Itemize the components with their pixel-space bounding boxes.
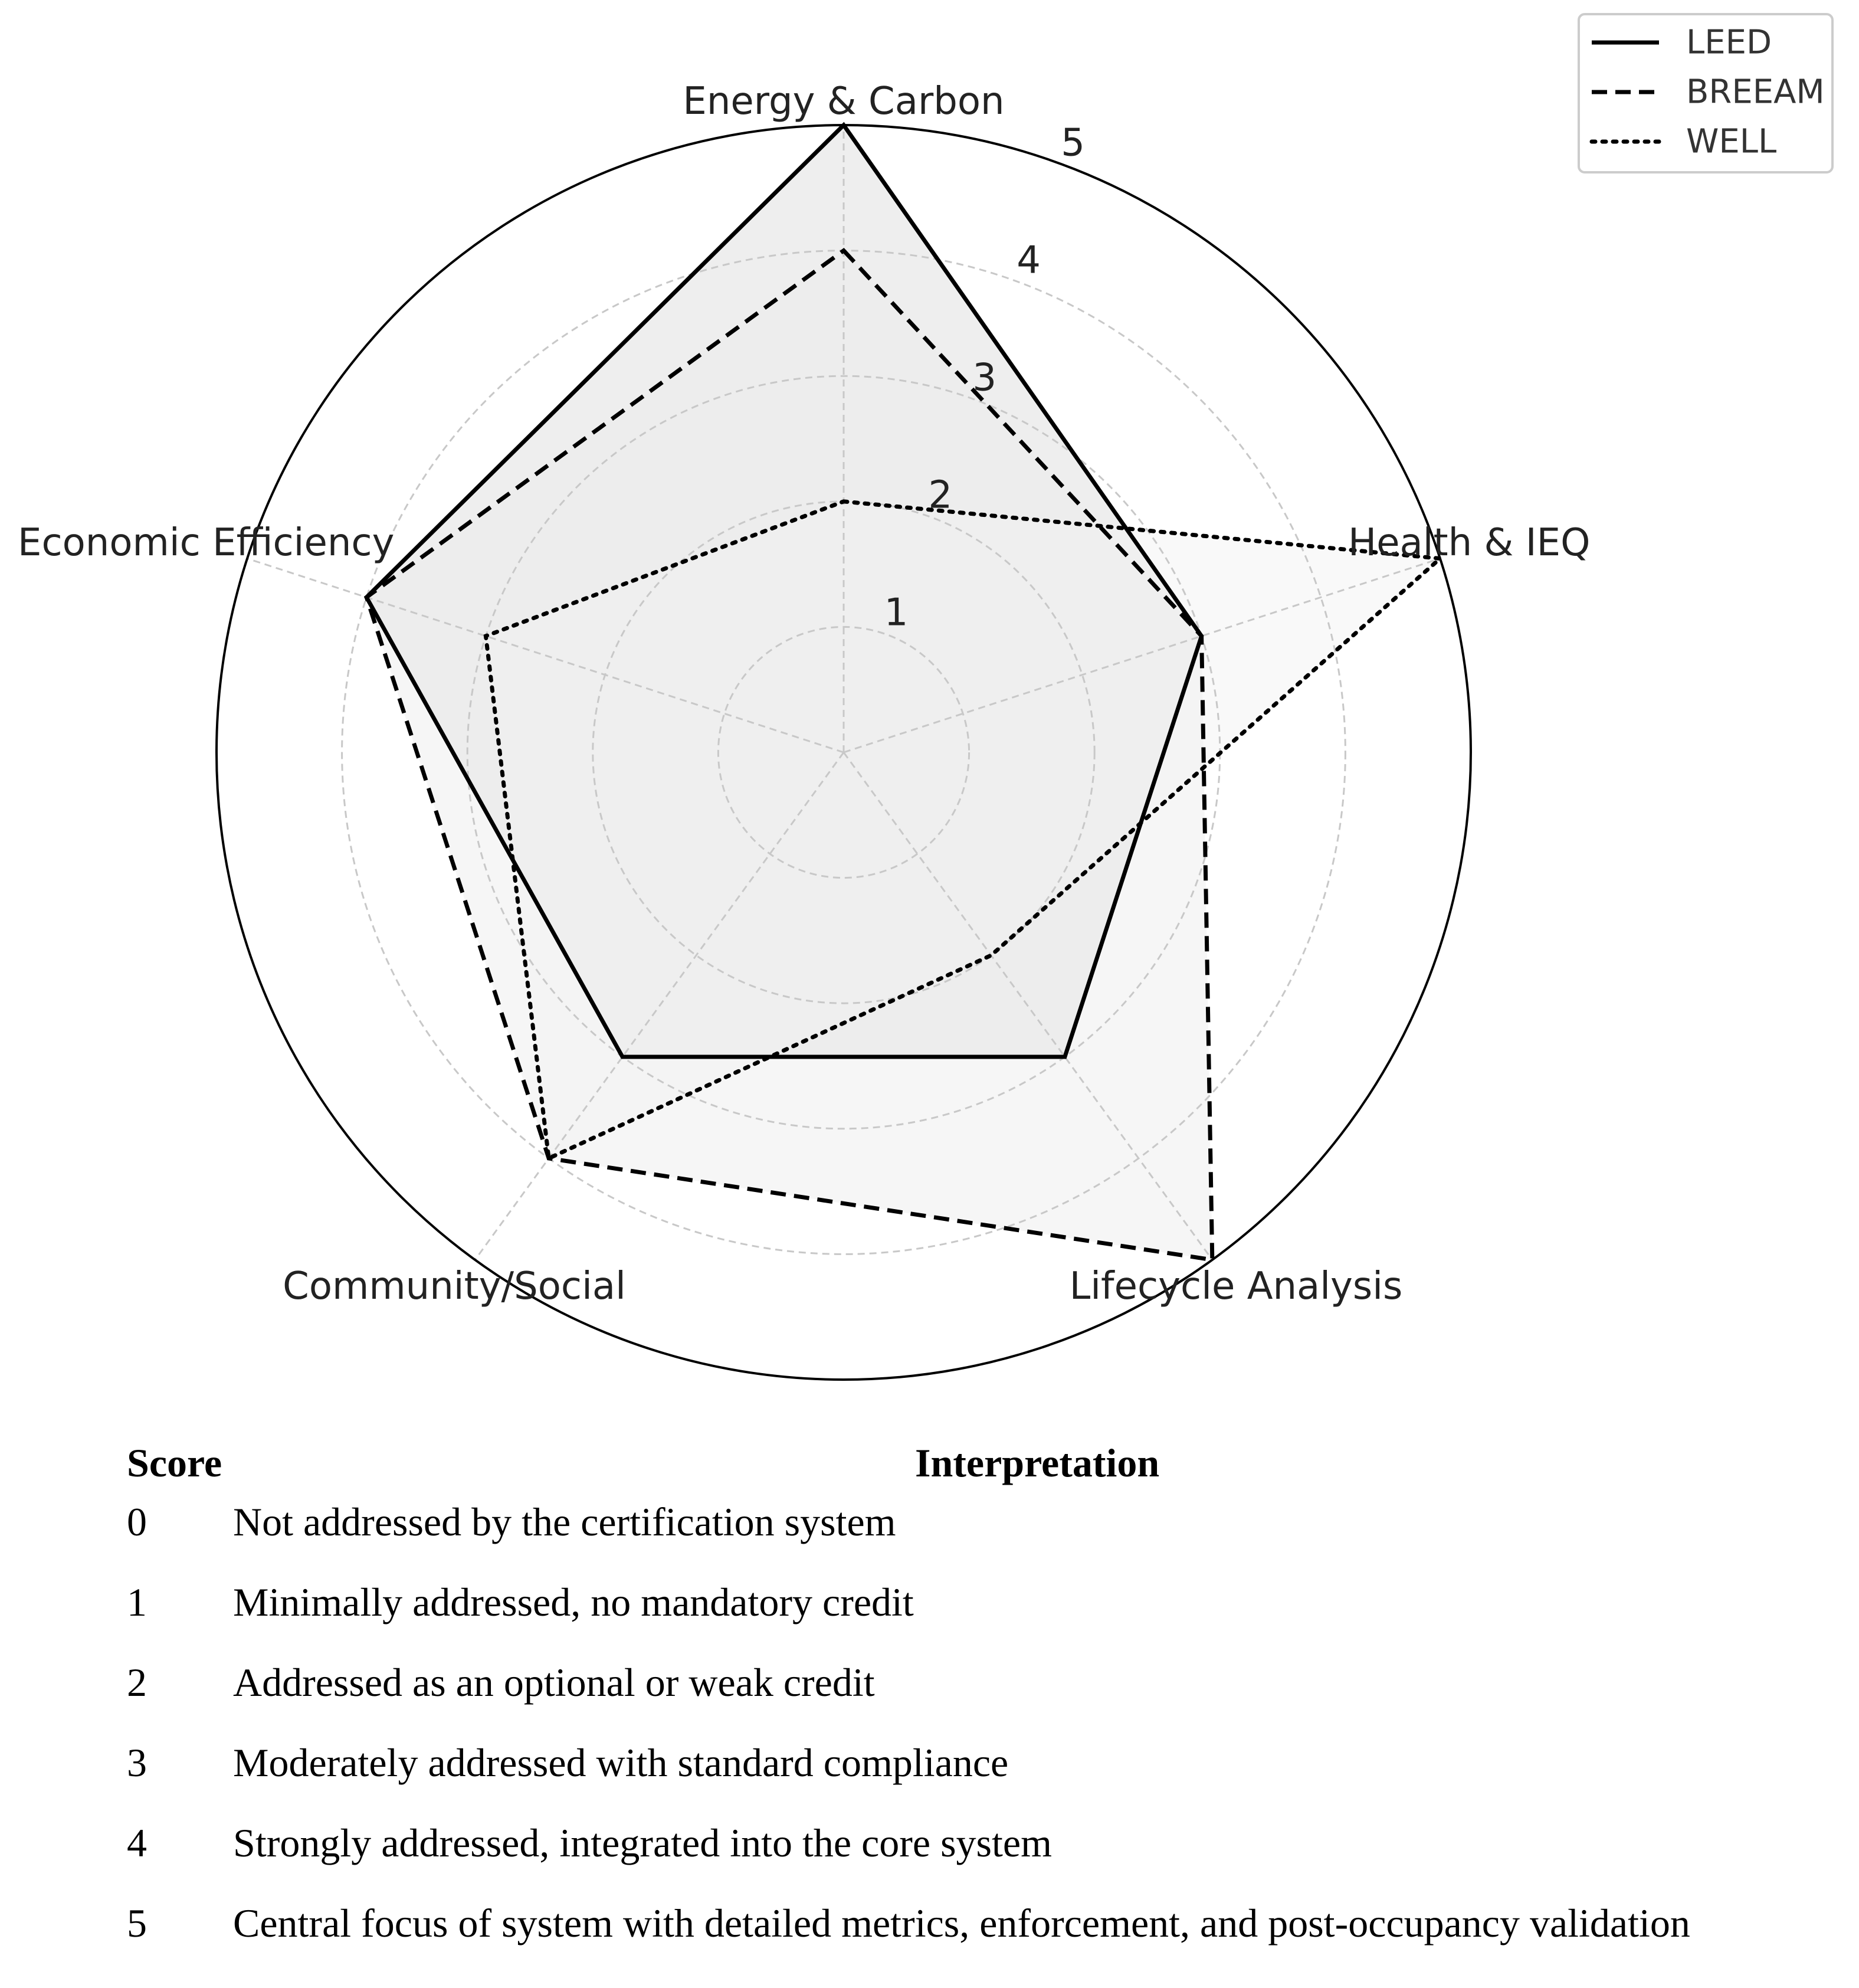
category-label: Lifecycle Analysis — [1070, 1265, 1403, 1308]
score-column-header: Score — [127, 1440, 222, 1485]
legend-label-breeam: BREEAM — [1686, 73, 1825, 112]
category-label: Energy & Carbon — [683, 80, 1004, 123]
interpretation-cell: Not addressed by the certification syste… — [233, 1499, 896, 1544]
grid-spoke — [474, 752, 845, 1260]
interpretation-cell: Strongly addressed, integrated into the … — [233, 1820, 1052, 1865]
legend-box — [1578, 13, 1834, 173]
legend: LEED BREEAM WELL — [1578, 13, 1834, 173]
series-line-well — [483, 499, 1445, 1162]
score-table: Score Interpretation 0 Not addressed by … — [127, 1440, 1850, 1980]
table-row: 3 Moderately addressed with standard com… — [127, 1740, 1850, 1820]
grid-spoke — [247, 558, 844, 754]
grid-spoke — [842, 752, 1214, 1260]
score-cell: 4 — [127, 1820, 147, 1865]
category-label: Health & IEQ — [1348, 521, 1590, 565]
interpretation-cell: Minimally addressed, no mandatory credit — [233, 1580, 914, 1625]
score-cell: 3 — [127, 1740, 147, 1785]
series-fill-leed — [366, 125, 1202, 1057]
interpretation-cell: Addressed as an optional or weak credit — [233, 1660, 875, 1705]
table-row: 0 Not addressed by the certification sys… — [127, 1499, 1850, 1579]
grid-ring — [717, 625, 971, 879]
interpretation-cell: Central focus of system with detailed me… — [233, 1901, 1690, 1946]
interpretation-column-header: Interpretation — [915, 1440, 1160, 1485]
r-tick-label: 4 — [1017, 239, 1041, 283]
score-cell: 2 — [127, 1660, 147, 1705]
table-row: 2 Addressed as an optional or weak credi… — [127, 1659, 1850, 1740]
category-label: Economic Efficiency — [18, 521, 394, 565]
score-cell: 0 — [127, 1499, 147, 1544]
interpretation-cell: Moderately addressed with standard compl… — [233, 1740, 1009, 1785]
table-row: 1 Minimally addressed, no mandatory cred… — [127, 1579, 1850, 1659]
r-tick-label: 3 — [972, 356, 996, 400]
legend-label-leed: LEED — [1686, 24, 1772, 62]
grid-spoke — [843, 558, 1441, 754]
table-header: Score Interpretation — [127, 1440, 1850, 1499]
series-line-breeam — [364, 247, 1215, 1263]
score-cell: 5 — [127, 1901, 147, 1946]
table-row: 5 Central focus of system with detailed … — [127, 1900, 1850, 1980]
r-tick-label: 1 — [884, 591, 909, 635]
series-fill-breeam — [366, 250, 1212, 1260]
category-label: Community/Social — [283, 1265, 626, 1308]
score-cell: 1 — [127, 1580, 147, 1625]
r-tick-label: 5 — [1061, 122, 1085, 165]
legend-label-well: WELL — [1686, 123, 1776, 161]
r-tick-label: 2 — [929, 474, 953, 518]
table-row: 4 Strongly addressed, integrated into th… — [127, 1820, 1850, 1900]
series-line-leed — [363, 122, 1204, 1059]
